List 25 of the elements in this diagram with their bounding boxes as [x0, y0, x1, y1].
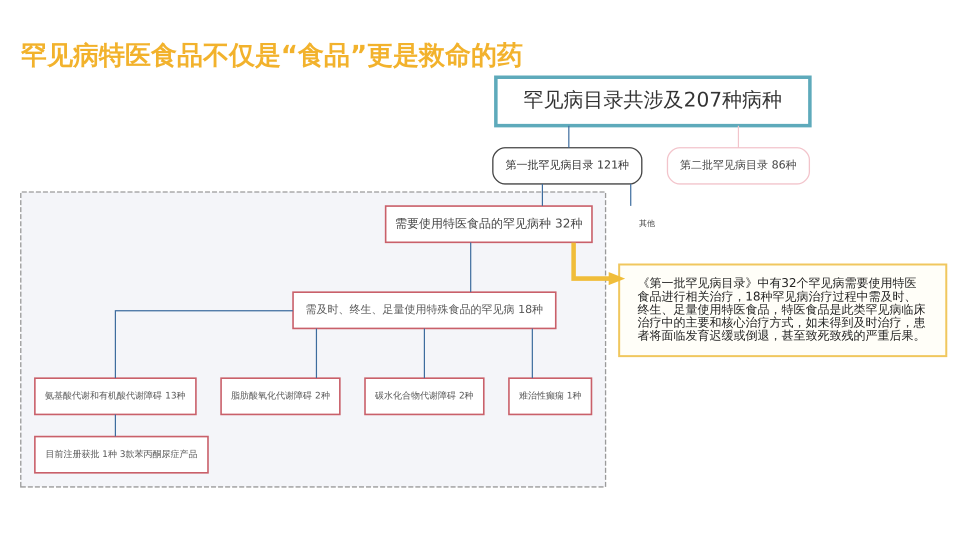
connector [738, 125, 740, 148]
connector [542, 184, 544, 206]
node-box: 目前注册获批 1种 3款苯丙酮尿症产品 [34, 435, 209, 474]
connector [532, 328, 533, 378]
connector [114, 414, 116, 436]
node-box: 氨基酸代谢和有机酸代谢障碍 13种 [34, 376, 197, 415]
node-box: 第二批罕见病目录 86种 [666, 146, 810, 184]
diagram-title: 罕见病特医食品不仅是“食品”更是救命的药 [20, 40, 524, 70]
node-box: 碳水化合物代谢障碍 2种 [364, 376, 485, 415]
node-box: 需要使用特医食品的罕见病种 32种 [384, 204, 593, 243]
node-box: 脂肪酸氧化代谢障碍 2种 [220, 376, 341, 415]
node-box: 第一批罕见病目录 121种 [492, 146, 642, 184]
node-box: 《第一批罕见病目录》中有32个罕见病需要使用特医食品进行相关治疗，18种罕见病治疗过程中需及时、终生、足量使用特医食品，特医食品是此类罕见病临床治疗中的主要和核心治疗方式，如未得到及时治疗，患者将面临发育迟缓或倒退，甚至致死致残的严重后果。 [618, 262, 948, 357]
node-box: 需及时、终生、足量使用特殊食品的罕见病 18种 [292, 290, 557, 329]
node-text: 其他 [638, 218, 655, 228]
connector [114, 310, 293, 378]
arrow [571, 242, 626, 285]
connector [424, 328, 425, 378]
connector [630, 184, 632, 206]
connector [316, 328, 318, 378]
node-box: 罕见病目录共涉及207种病种 [494, 75, 812, 127]
connector [470, 242, 472, 292]
connector [568, 125, 570, 148]
node-box: 难治性癫痫 1种 [508, 376, 592, 415]
cluster [20, 190, 606, 488]
